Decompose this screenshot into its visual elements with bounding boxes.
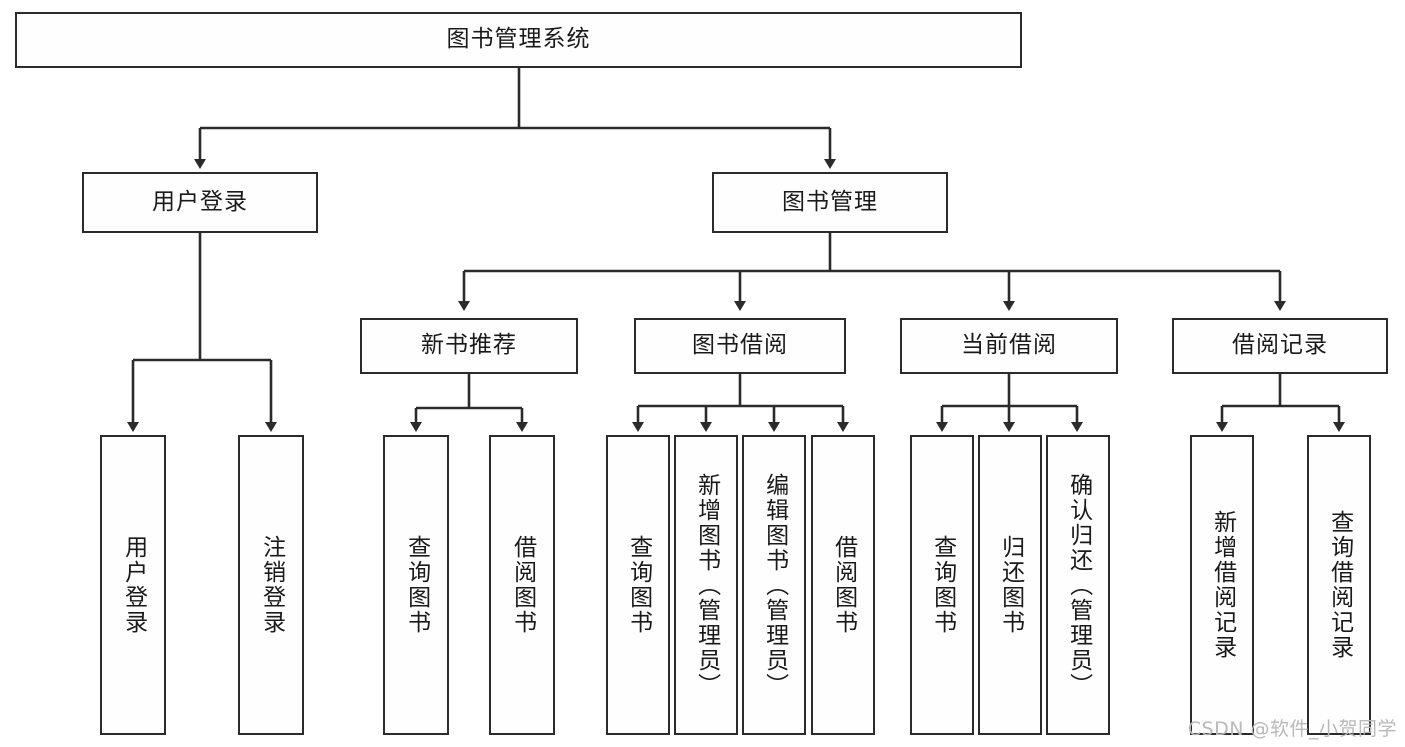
node-leaf-query-book-2[interactable]: 查询图书 (606, 435, 670, 735)
node-current-borrow-label: 当前借阅 (961, 332, 1057, 359)
node-leaf-query-book-3-label: 查询图书 (929, 535, 956, 635)
node-new-book-recommend[interactable]: 新书推荐 (360, 318, 578, 374)
node-leaf-logout-label: 注销登录 (258, 535, 285, 635)
node-leaf-edit-book[interactable]: 编辑图书（管理员） (742, 435, 806, 735)
node-leaf-query-record[interactable]: 查询借阅记录 (1307, 435, 1371, 735)
node-leaf-logout[interactable]: 注销登录 (238, 435, 304, 735)
node-book-manage-label: 图书管理 (782, 188, 878, 215)
node-borrow-record[interactable]: 借阅记录 (1172, 318, 1388, 374)
node-book-borrow-label: 图书借阅 (692, 332, 788, 359)
node-leaf-return-book-label: 归还图书 (997, 535, 1024, 635)
node-borrow-record-label: 借阅记录 (1232, 332, 1328, 359)
node-leaf-query-record-label: 查询借阅记录 (1326, 510, 1353, 660)
node-leaf-query-book-2-label: 查询图书 (625, 535, 652, 635)
node-book-manage[interactable]: 图书管理 (712, 172, 948, 233)
node-book-borrow[interactable]: 图书借阅 (634, 318, 846, 374)
node-leaf-edit-book-label: 编辑图书（管理员） (761, 472, 788, 698)
node-leaf-confirm-return[interactable]: 确认归还（管理员） (1046, 435, 1110, 735)
node-leaf-add-book-label: 新增图书（管理员） (693, 472, 720, 698)
node-leaf-return-book[interactable]: 归还图书 (978, 435, 1042, 735)
watermark: CSDN @软件_小贺同学 (1187, 718, 1397, 740)
node-leaf-user-login[interactable]: 用户登录 (100, 435, 166, 735)
node-leaf-borrow-book-2[interactable]: 借阅图书 (811, 435, 875, 735)
node-leaf-borrow-book-1-label: 借阅图书 (509, 535, 536, 635)
node-user-login-label: 用户登录 (152, 188, 248, 215)
node-new-book-recommend-label: 新书推荐 (421, 332, 517, 359)
node-leaf-add-record-label: 新增借阅记录 (1209, 510, 1236, 660)
node-leaf-borrow-book-2-label: 借阅图书 (830, 535, 857, 635)
node-leaf-query-book-1-label: 查询图书 (403, 535, 430, 635)
node-root-label: 图书管理系统 (446, 26, 591, 53)
node-leaf-add-record[interactable]: 新增借阅记录 (1190, 435, 1254, 735)
node-leaf-query-book-3[interactable]: 查询图书 (910, 435, 974, 735)
node-current-borrow[interactable]: 当前借阅 (900, 318, 1118, 374)
node-leaf-query-book-1[interactable]: 查询图书 (383, 435, 449, 735)
node-user-login[interactable]: 用户登录 (82, 172, 318, 233)
node-leaf-add-book[interactable]: 新增图书（管理员） (674, 435, 738, 735)
node-leaf-user-login-label: 用户登录 (120, 535, 147, 635)
node-leaf-confirm-return-label: 确认归还（管理员） (1065, 472, 1092, 698)
node-root[interactable]: 图书管理系统 (15, 12, 1022, 68)
node-leaf-borrow-book-1[interactable]: 借阅图书 (489, 435, 555, 735)
